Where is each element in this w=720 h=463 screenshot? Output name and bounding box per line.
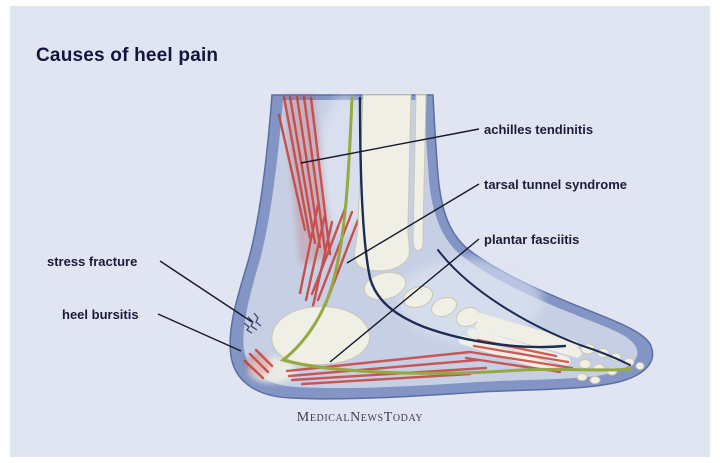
fibula-bone: [412, 94, 427, 251]
cuboid-bone: [455, 307, 481, 327]
label-heel-bursitis: heel bursitis: [62, 307, 139, 322]
stress-fracture-cracks: [243, 312, 262, 334]
leader-stress: [159, 260, 253, 323]
heel-inflammation: [243, 348, 274, 380]
brand-logo: MedicalNewsToday: [296, 410, 424, 425]
leader-plantar: [329, 238, 480, 363]
leader-lines: [157, 128, 480, 363]
leader-achilles: [300, 128, 480, 164]
leader-bursitis: [157, 313, 242, 352]
label-stress-fracture: stress fracture: [47, 254, 138, 269]
achilles-tendon-streaks: [277, 95, 360, 308]
cuneiform-bone: [430, 296, 458, 318]
label-achilles-tendinitis: achilles tendinitis: [484, 122, 594, 137]
talus-bone: [363, 271, 407, 301]
tibial-nerve-line: [358, 96, 567, 349]
instep-tendon-line: [437, 249, 631, 366]
label-plantar-fasciitis: plantar fasciitis: [484, 232, 580, 247]
plantar-fascia-line: [279, 96, 632, 375]
leader-tarsal: [346, 183, 480, 264]
label-tarsal-tunnel-syndrome: tarsal tunnel syndrome: [484, 177, 628, 192]
tibia-bone: [353, 94, 412, 272]
page-title: Causes of heel pain: [36, 44, 219, 66]
